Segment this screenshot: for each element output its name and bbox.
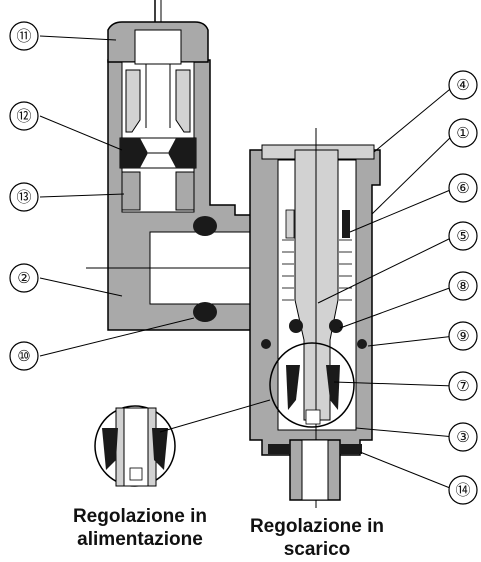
svg-text:②: ② bbox=[17, 269, 30, 287]
callout-14: ⑭ bbox=[448, 475, 478, 505]
callout-11: ⑪ bbox=[9, 21, 39, 51]
callout-3: ③ bbox=[448, 422, 478, 452]
callout-13: ⑬ bbox=[9, 182, 39, 212]
caption-exhaust-line2: scarico bbox=[283, 539, 351, 560]
callout-7: ⑦ bbox=[448, 371, 478, 401]
caption-supply-regulation: Regolazione in alimentazione bbox=[55, 505, 225, 551]
svg-text:⑧: ⑧ bbox=[456, 277, 469, 295]
callout-5: ⑤ bbox=[448, 221, 478, 251]
svg-text:⑬: ⑬ bbox=[16, 188, 31, 206]
callout-1: ① bbox=[448, 118, 478, 148]
callout-12: ⑫ bbox=[9, 101, 39, 131]
right-body bbox=[249, 128, 381, 508]
svg-text:①: ① bbox=[456, 124, 469, 142]
callout-9: ⑨ bbox=[448, 321, 478, 351]
svg-text:④: ④ bbox=[456, 76, 469, 94]
svg-text:⑭: ⑭ bbox=[455, 481, 470, 499]
caption-supply-line2: alimentazione bbox=[77, 529, 203, 550]
leader-lines bbox=[39, 35, 456, 491]
svg-text:⑤: ⑤ bbox=[456, 227, 469, 245]
callout-6: ⑥ bbox=[448, 173, 478, 203]
caption-supply-line1: Regolazione in bbox=[72, 506, 208, 527]
svg-text:⑥: ⑥ bbox=[456, 179, 469, 197]
left-body bbox=[86, 0, 282, 331]
svg-text:③: ③ bbox=[456, 428, 469, 446]
svg-text:⑩: ⑩ bbox=[17, 347, 30, 365]
svg-text:⑨: ⑨ bbox=[456, 327, 469, 345]
svg-text:⑫: ⑫ bbox=[16, 107, 31, 125]
callout-2: ② bbox=[9, 263, 39, 293]
svg-text:⑪: ⑪ bbox=[16, 27, 31, 45]
callout-10: ⑩ bbox=[9, 341, 39, 371]
caption-exhaust-regulation: Regolazione in scarico bbox=[232, 515, 402, 561]
caption-exhaust-line1: Regolazione in bbox=[249, 516, 385, 537]
callouts: ⑪ ⑫ ⑬ ② ⑩ ④ ① ⑥ bbox=[9, 21, 478, 505]
callout-8: ⑧ bbox=[448, 271, 478, 301]
callout-4: ④ bbox=[448, 70, 478, 100]
svg-text:⑦: ⑦ bbox=[456, 377, 469, 395]
inset-detail bbox=[94, 399, 271, 487]
